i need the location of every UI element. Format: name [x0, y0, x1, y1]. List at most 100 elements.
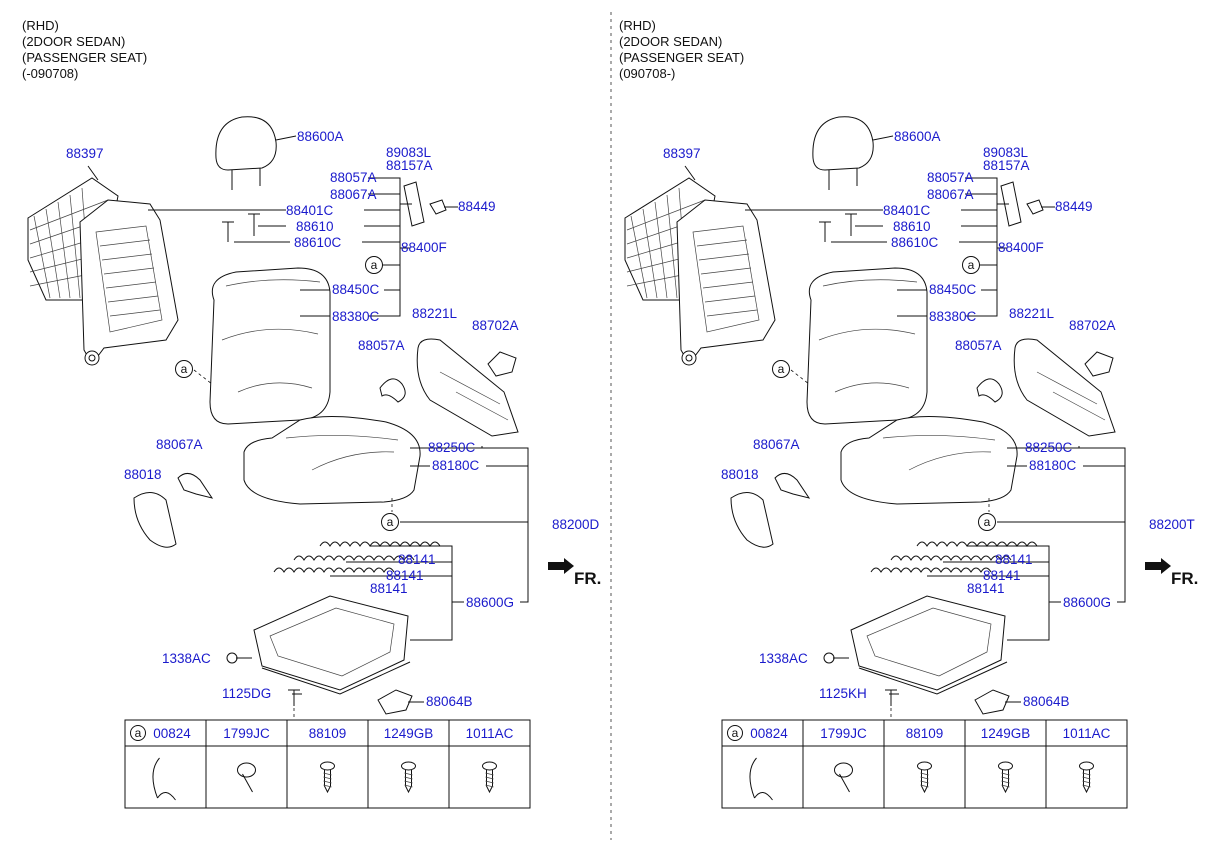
leader-line [1079, 447, 1126, 603]
part-number-spring3[interactable]: 88141 [967, 581, 1005, 596]
back-cushion-seam [221, 328, 319, 393]
part-number-p88449[interactable]: 88449 [1055, 199, 1093, 214]
part-number-p88610c[interactable]: 88610C [294, 235, 342, 250]
part-number-p88018[interactable]: 88018 [124, 467, 162, 482]
ref-marker-circle [175, 360, 193, 378]
part-number-back-cover[interactable]: 88397 [663, 146, 701, 161]
part-number-spring1[interactable]: 88141 [995, 552, 1033, 567]
part-number-spring1[interactable]: 88141 [398, 552, 436, 567]
part-number-bolt[interactable]: 1125KH [819, 686, 867, 701]
part-number-p88380[interactable]: 88380C [929, 309, 977, 324]
ref-marker-a: a [962, 256, 980, 274]
part-number-p88401[interactable]: 88401C [286, 203, 334, 218]
screw-thread [323, 776, 332, 780]
seat-cushion-seam [285, 435, 399, 471]
frame-rib [700, 267, 752, 275]
part-number-p88610[interactable]: 88610 [296, 219, 334, 234]
part-number-p88702[interactable]: 88702A [472, 318, 519, 333]
legend-part-number[interactable]: 1799JC [820, 726, 867, 741]
panel-before-090708: (RHD)(2DOOR SEDAN)(PASSENGER SEAT)(-0907… [22, 18, 601, 809]
frame-outline [676, 199, 776, 365]
part-number-p88221[interactable]: 88221L [1009, 306, 1055, 321]
leader-line [370, 545, 453, 641]
part-number-cushion-assy[interactable]: 88200D [552, 517, 600, 532]
part-number-p88180[interactable]: 88180C [432, 458, 480, 473]
frame-rib [698, 253, 750, 261]
part-number-p89083[interactable]: 89083L [983, 145, 1029, 160]
part-number-spring3[interactable]: 88141 [370, 581, 408, 596]
legend-part-number[interactable]: 88109 [906, 726, 944, 741]
legend-part-number[interactable]: 00824 [153, 726, 191, 741]
part-number-p88450[interactable]: 88450C [929, 282, 977, 297]
part-number-p88610c[interactable]: 88610C [891, 235, 939, 250]
part-number-p88018[interactable]: 88018 [721, 467, 759, 482]
part-number-back-assy[interactable]: 88400F [998, 240, 1044, 255]
part-number-p88702[interactable]: 88702A [1069, 318, 1116, 333]
screw-thread [1082, 776, 1091, 780]
legend-part-number[interactable]: 1011AC [466, 726, 514, 741]
part-number-p88157[interactable]: 88157A [983, 158, 1030, 173]
screw-thread [404, 776, 413, 780]
part-number-p88157[interactable]: 88157A [386, 158, 433, 173]
part-number-p88250[interactable]: 88250C [428, 440, 476, 455]
cover-grid-line [29, 199, 109, 231]
part-number-p88067a-top[interactable]: 88067A [330, 187, 377, 202]
part-number-frame-assy[interactable]: 88600G [466, 595, 514, 610]
front-label: FR. [1171, 569, 1198, 588]
part-number-headrest[interactable]: 88600A [894, 129, 941, 144]
legend-part-number[interactable]: 1249GB [981, 726, 1031, 741]
legend-part-number[interactable]: 00824 [750, 726, 788, 741]
cover-grid-line [57, 201, 71, 299]
part-number-p88057a-mid[interactable]: 88057A [358, 338, 405, 353]
part-number-bolt[interactable]: 1125DG [222, 686, 271, 701]
part-number-p88610[interactable]: 88610 [893, 219, 931, 234]
seat-frame-shape [850, 595, 1006, 691]
part-number-p88067a-low[interactable]: 88067A [156, 437, 203, 452]
legend-marker-circle [130, 725, 146, 741]
part-number-p89083[interactable]: 89083L [386, 145, 432, 160]
part-number-nut[interactable]: 1338AC [759, 651, 808, 666]
leader-line [872, 135, 894, 141]
part-number-nut[interactable]: 1338AC [162, 651, 211, 666]
screw-thread [1001, 772, 1010, 776]
screw-thread [323, 780, 332, 784]
part-number-back-assy[interactable]: 88400F [401, 240, 447, 255]
part-number-p88067a-low[interactable]: 88067A [753, 437, 800, 452]
ref-marker-letter: a [968, 258, 975, 272]
back-cushion-seam [225, 279, 321, 287]
part-number-p88057a-mid[interactable]: 88057A [955, 338, 1002, 353]
screw-thread [485, 780, 494, 784]
part-number-p88449[interactable]: 88449 [458, 199, 496, 214]
header-line: (PASSENGER SEAT) [22, 50, 147, 65]
part-number-cushion-assy[interactable]: 88200T [1149, 517, 1195, 532]
part-number-frame-assy[interactable]: 88600G [1063, 595, 1111, 610]
switch-88157a-shape [403, 181, 425, 227]
part-number-headrest[interactable]: 88600A [297, 129, 344, 144]
part-number-p88180[interactable]: 88180C [1029, 458, 1077, 473]
lever-shape [1084, 351, 1114, 377]
leader-line [967, 545, 1050, 641]
part-number-p88057a-top[interactable]: 88057A [330, 170, 377, 185]
legend-part-number[interactable]: 88109 [309, 726, 347, 741]
seat-back-cushion [209, 267, 331, 425]
legend-part-number[interactable]: 1249GB [384, 726, 434, 741]
legend-part-number[interactable]: 1799JC [223, 726, 270, 741]
part-number-p88064[interactable]: 88064B [1023, 694, 1070, 709]
seat-cushion [243, 415, 421, 505]
recliner-knob-center [685, 354, 693, 362]
legend-part-number[interactable]: 1011AC [1063, 726, 1111, 741]
part-number-p88221[interactable]: 88221L [412, 306, 458, 321]
part-number-p88250[interactable]: 88250C [1025, 440, 1073, 455]
part-number-p88401[interactable]: 88401C [883, 203, 931, 218]
part-number-back-cover[interactable]: 88397 [66, 146, 104, 161]
lever-shape [487, 351, 517, 377]
part-number-p88450[interactable]: 88450C [332, 282, 380, 297]
part-number-p88057a-top[interactable]: 88057A [927, 170, 974, 185]
part-number-spring2[interactable]: 88141 [983, 568, 1021, 583]
part-number-spring2[interactable]: 88141 [386, 568, 424, 583]
frame-inner [95, 225, 163, 333]
part-number-p88380[interactable]: 88380C [332, 309, 380, 324]
part-number-p88064[interactable]: 88064B [426, 694, 473, 709]
part-number-p88067a-top[interactable]: 88067A [927, 187, 974, 202]
